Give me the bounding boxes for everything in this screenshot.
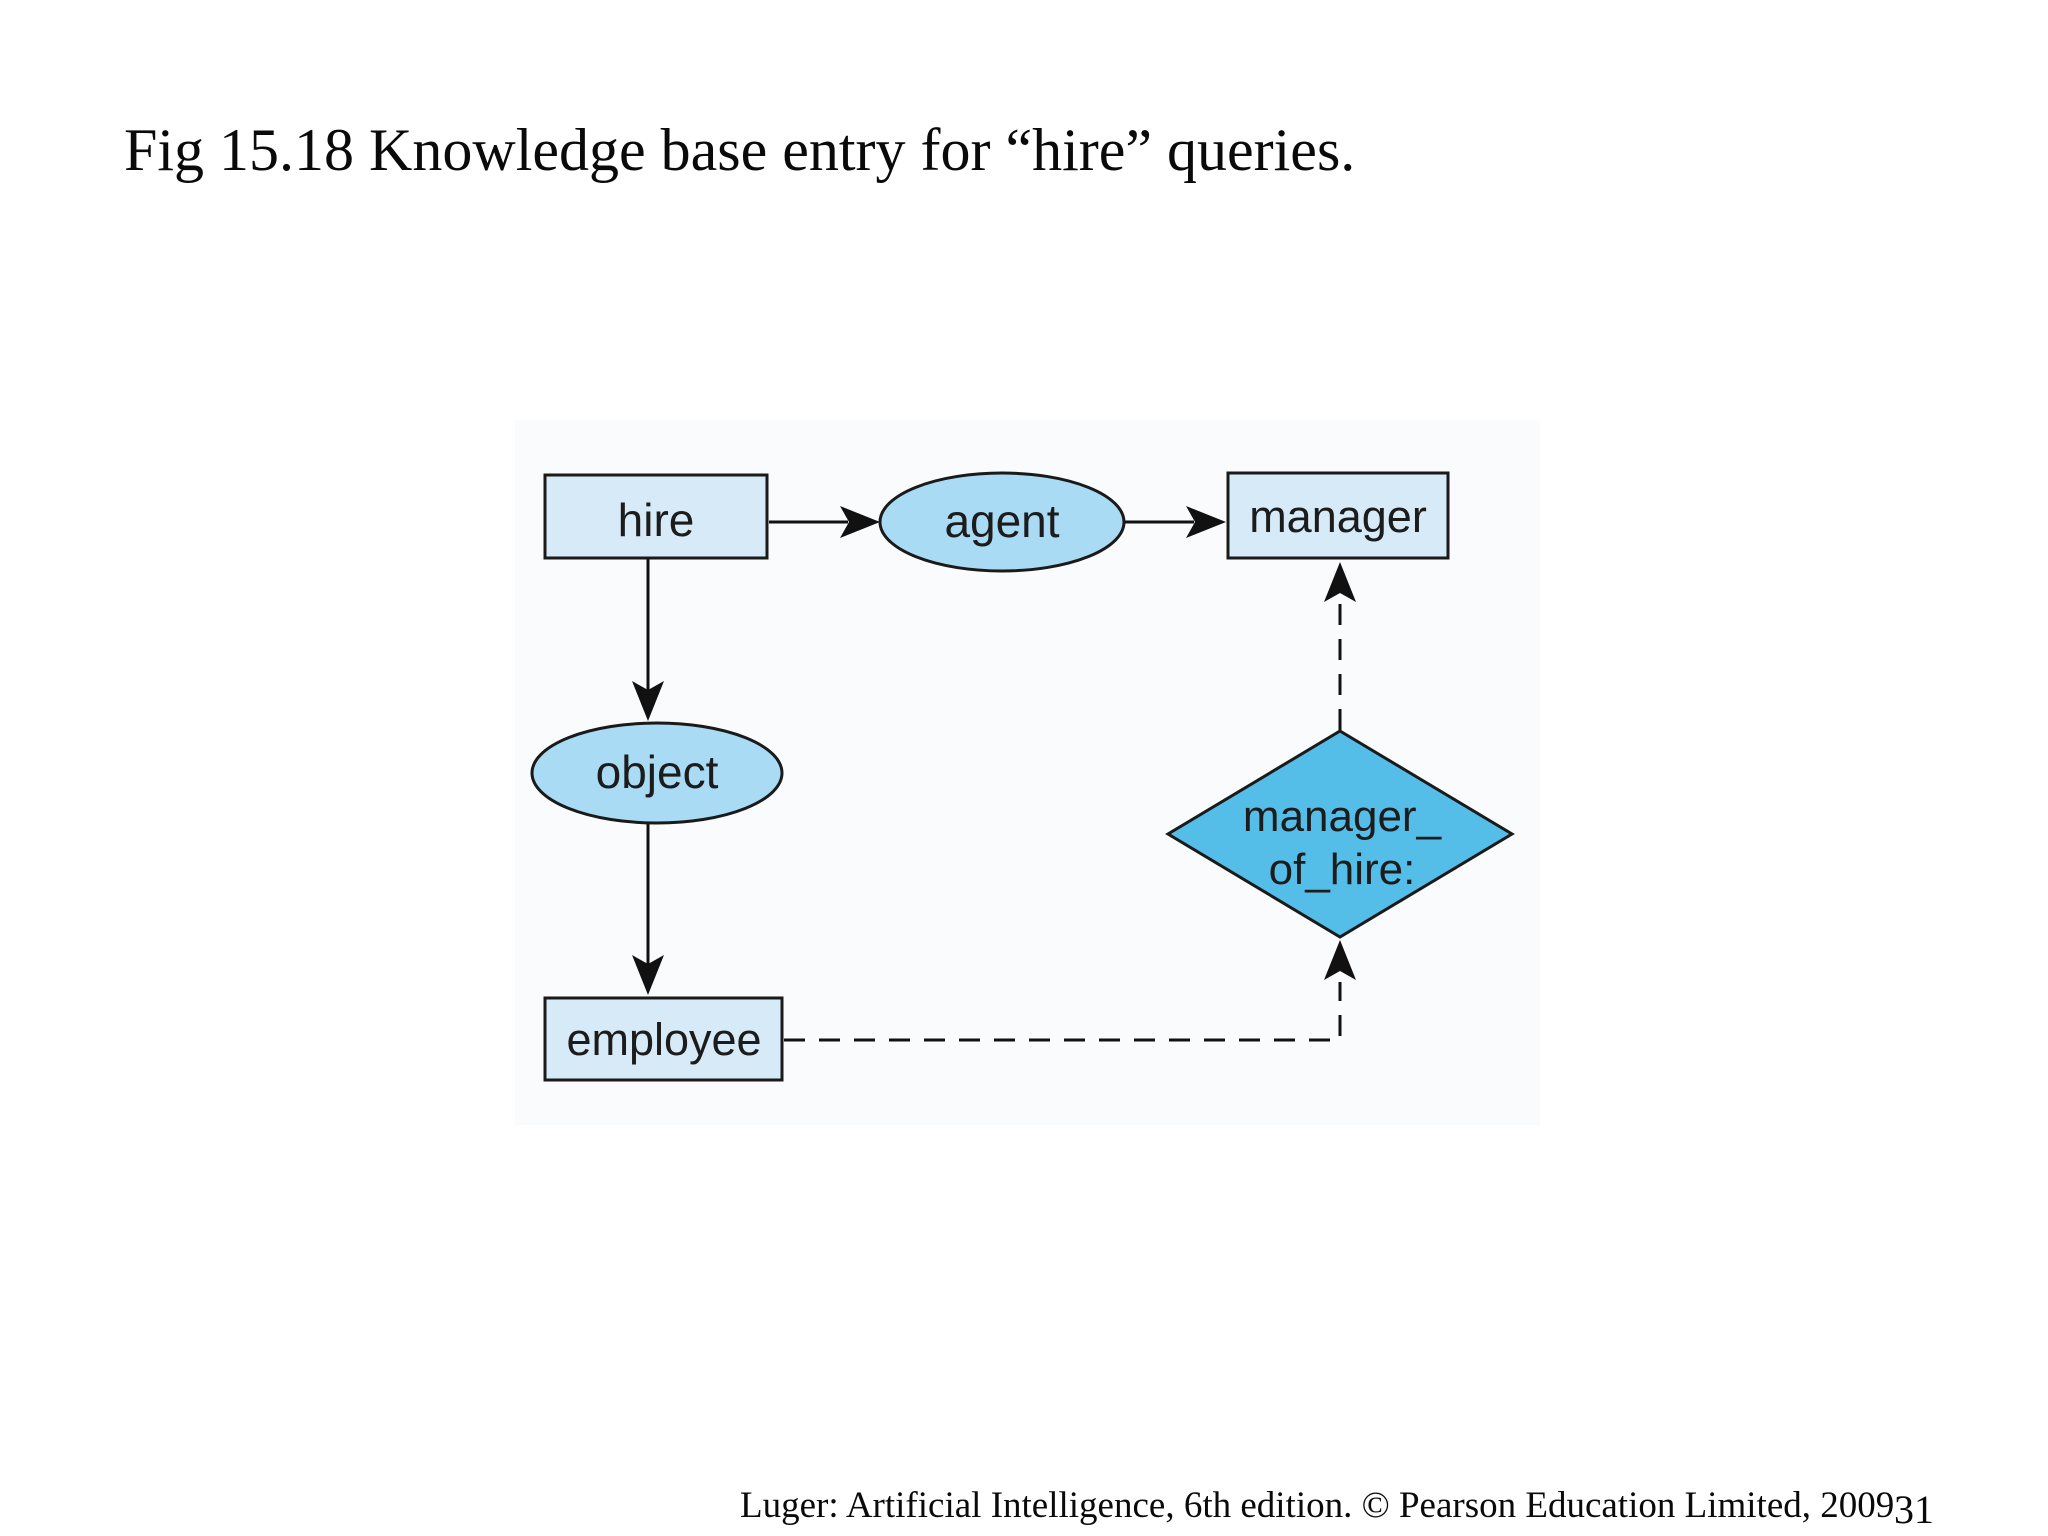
page-number: 31 (1894, 1487, 1934, 1532)
manager-node-label: manager (1249, 491, 1427, 542)
arrowhead-right-icon (1186, 506, 1226, 538)
manager-of-hire-label-line2: of_hire: (1268, 845, 1416, 894)
arrowhead-up-icon (1324, 562, 1356, 602)
manager-of-hire-label-line1: manager_ (1242, 792, 1442, 841)
object-node-shape (530, 721, 784, 825)
employee-node-shape (543, 996, 784, 1082)
agent-node-shape (878, 471, 1126, 573)
manager-of-hire-node-shape (1165, 729, 1515, 939)
footer-credit: Luger: Artificial Intelligence, 6th edit… (740, 1485, 1895, 1526)
object-node-label: object (595, 746, 719, 798)
hire-node-label: hire (617, 494, 695, 546)
employee-node-label: employee (566, 1014, 762, 1065)
edge-hire-agent (769, 506, 880, 538)
arrowhead-down-icon (632, 955, 664, 995)
agent-node-label: agent (944, 495, 1060, 547)
edge-manager-of-hire-manager (1324, 562, 1356, 730)
edge-hire-object (632, 559, 664, 721)
edge-object-employee (632, 824, 664, 995)
edge-employee-manager-of-hire (784, 940, 1356, 1042)
arrowhead-down-icon (632, 681, 664, 721)
arrowhead-up-icon (1324, 940, 1356, 980)
arrowhead-right-icon (840, 506, 880, 538)
edge-agent-manager (1125, 506, 1226, 538)
manager-of-hire-node-label: manager_ of_hire: (1243, 790, 1441, 896)
manager-node-shape (1226, 471, 1450, 560)
slide-title: Fig 15.18 Knowledge base entry for “hire… (124, 117, 1356, 183)
hire-node-shape (543, 473, 769, 560)
